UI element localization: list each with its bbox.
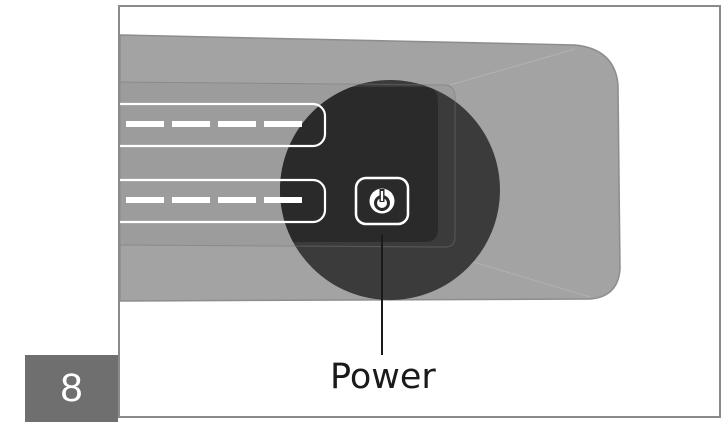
step-number-badge: 8	[25, 355, 118, 422]
power-panel	[280, 87, 438, 242]
lower-button-strip	[120, 178, 327, 224]
power-icon	[369, 188, 395, 214]
power-button[interactable]	[354, 176, 410, 226]
upper-button-strip	[120, 102, 327, 148]
power-callout-label: Power	[330, 357, 436, 397]
device-bevel	[449, 48, 591, 298]
device-illustration	[120, 34, 621, 355]
illustration-frame	[118, 5, 721, 418]
